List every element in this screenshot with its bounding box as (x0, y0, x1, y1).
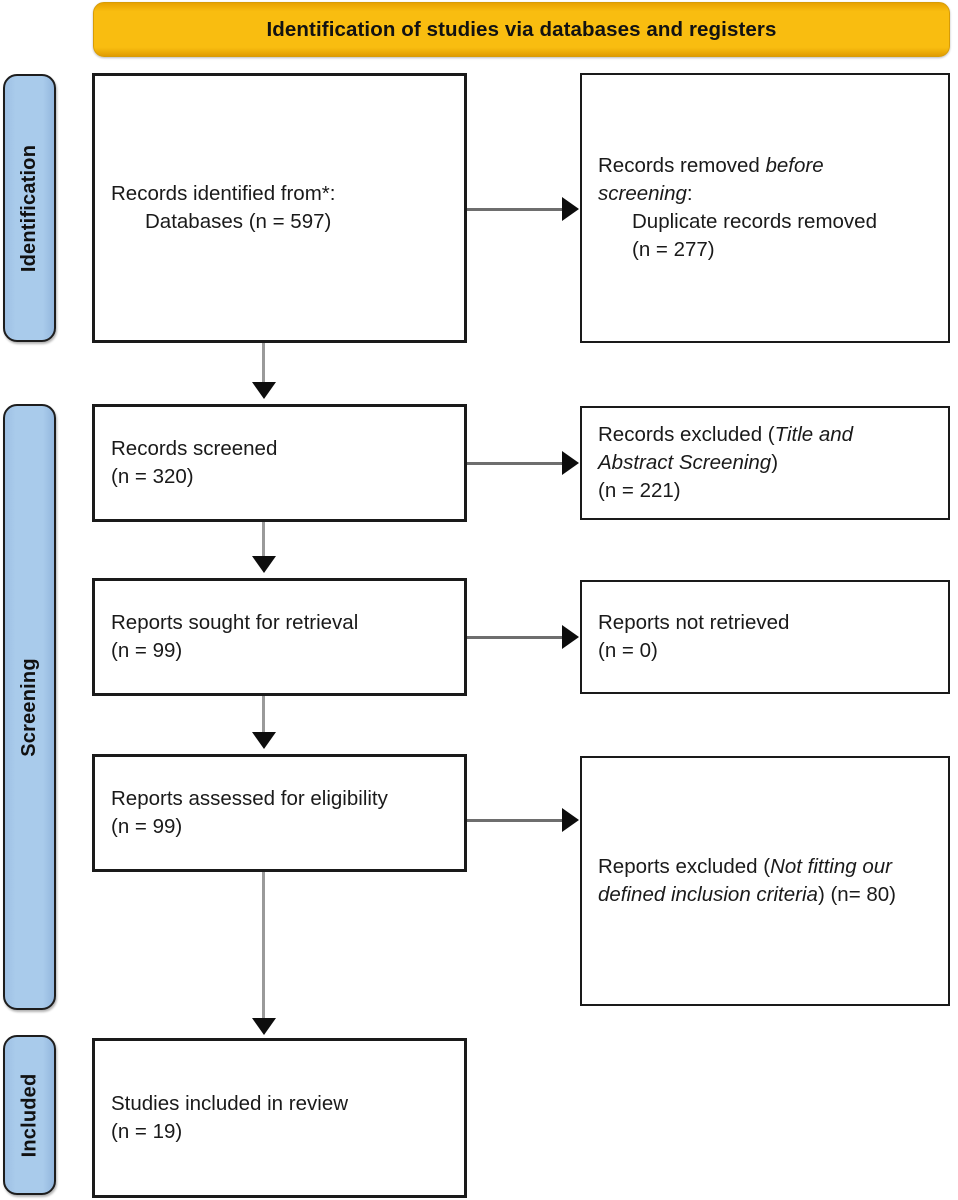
arrow-head-assessed-to-excluded (562, 808, 579, 832)
box-reports-not-retrieved: Reports not retrieved (n = 0) (580, 580, 950, 694)
reports-excluded-line-1: Reports excluded (Not fitting our (598, 853, 932, 881)
records-excluded-text-c: Abstract Screening (598, 451, 772, 475)
stage-label-screening: Screening (18, 657, 40, 757)
reports-excluded-text-a: Reports excluded ( (598, 855, 771, 879)
box-records-identified: Records identified from*: Databases (n =… (92, 73, 467, 343)
records-removed-line-2: screening: (598, 180, 932, 208)
records-excluded-text-a: Records excluded ( (598, 423, 775, 447)
records-excluded-text-b: Title and (774, 423, 854, 447)
box-reports-excluded: Reports excluded (Not fitting our define… (580, 756, 950, 1006)
reports-assessed-line-2: (n = 99) (111, 815, 183, 838)
arrow-line-assessed-to-excluded (467, 819, 564, 822)
arrow-line-sought-to-not-retrieved (467, 636, 564, 639)
box-studies-included: Studies included in review (n = 19) (92, 1038, 467, 1198)
records-removed-text-b: before (765, 154, 824, 178)
box-records-removed: Records removed before screening: Duplic… (580, 73, 950, 343)
reports-assessed-line-1: Reports assessed for eligibility (111, 787, 388, 811)
reports-excluded-text-c: defined inclusion criteria (598, 883, 818, 906)
arrow-line-assessed-to-included (262, 872, 265, 1024)
records-removed-line-3: Duplicate records removed (632, 210, 877, 233)
diagram-header-banner: Identification of studies via databases … (93, 2, 950, 57)
records-removed-line-4: (n = 277) (632, 237, 715, 261)
stage-bar-screening: Screening (3, 404, 56, 1010)
arrow-head-identified-to-screened (252, 382, 276, 399)
arrow-head-screened-to-sought (252, 556, 276, 573)
box-reports-assessed: Reports assessed for eligibility (n = 99… (92, 754, 467, 872)
reports-sought-line-1: Reports sought for retrieval (111, 611, 359, 635)
box-reports-sought: Reports sought for retrieval (n = 99) (92, 578, 467, 696)
reports-excluded-line-2: defined inclusion criteria) (n= 80) (598, 881, 932, 909)
stage-bar-included: Included (3, 1035, 56, 1195)
records-identified-line-2: Databases (n = 597) (145, 210, 332, 233)
records-identified-line-1: Records identified from*: (111, 182, 336, 206)
records-removed-text-d: : (686, 182, 693, 206)
records-excluded-line-2: Abstract Screening) (598, 449, 932, 477)
stage-label-identification: Identification (18, 144, 40, 272)
studies-included-line-1: Studies included in review (111, 1092, 349, 1116)
box-records-excluded: Records excluded (Title and Abstract Scr… (580, 406, 950, 520)
studies-included-line-2: (n = 19) (111, 1120, 183, 1143)
records-excluded-text-d: ) (771, 451, 779, 475)
arrow-line-screened-to-excluded (467, 462, 564, 465)
records-removed-text-c: screening (598, 182, 687, 206)
arrow-line-identified-to-screened (262, 343, 265, 391)
arrow-head-identified-to-removed (562, 197, 579, 221)
arrow-head-screened-to-excluded (562, 451, 579, 475)
arrow-line-identified-to-removed (467, 208, 564, 211)
records-screened-line-1: Records screened (111, 437, 278, 461)
reports-excluded-text-d: ) (n= 80) (817, 883, 896, 906)
arrow-head-sought-to-assessed (252, 732, 276, 749)
diagram-title: Identification of studies via databases … (266, 17, 777, 41)
reports-excluded-text-b: Not fitting our (770, 855, 892, 879)
stage-bar-identification: Identification (3, 74, 56, 342)
reports-sought-line-2: (n = 99) (111, 639, 183, 662)
records-removed-text-a: Records removed (598, 154, 766, 178)
arrow-line-screened-to-sought (262, 522, 265, 562)
records-excluded-line-3: (n = 221) (598, 478, 681, 502)
arrow-head-sought-to-not-retrieved (562, 625, 579, 649)
reports-not-retrieved-line-1: Reports not retrieved (598, 611, 790, 635)
box-records-screened: Records screened (n = 320) (92, 404, 467, 522)
arrow-head-assessed-to-included (252, 1018, 276, 1035)
records-excluded-line-1: Records excluded (Title and (598, 421, 932, 449)
arrow-line-sought-to-assessed (262, 696, 265, 738)
reports-not-retrieved-line-2: (n = 0) (598, 639, 658, 662)
records-removed-line-1: Records removed before (598, 152, 932, 180)
records-screened-line-2: (n = 320) (111, 465, 194, 488)
stage-label-included: Included (18, 1073, 41, 1157)
